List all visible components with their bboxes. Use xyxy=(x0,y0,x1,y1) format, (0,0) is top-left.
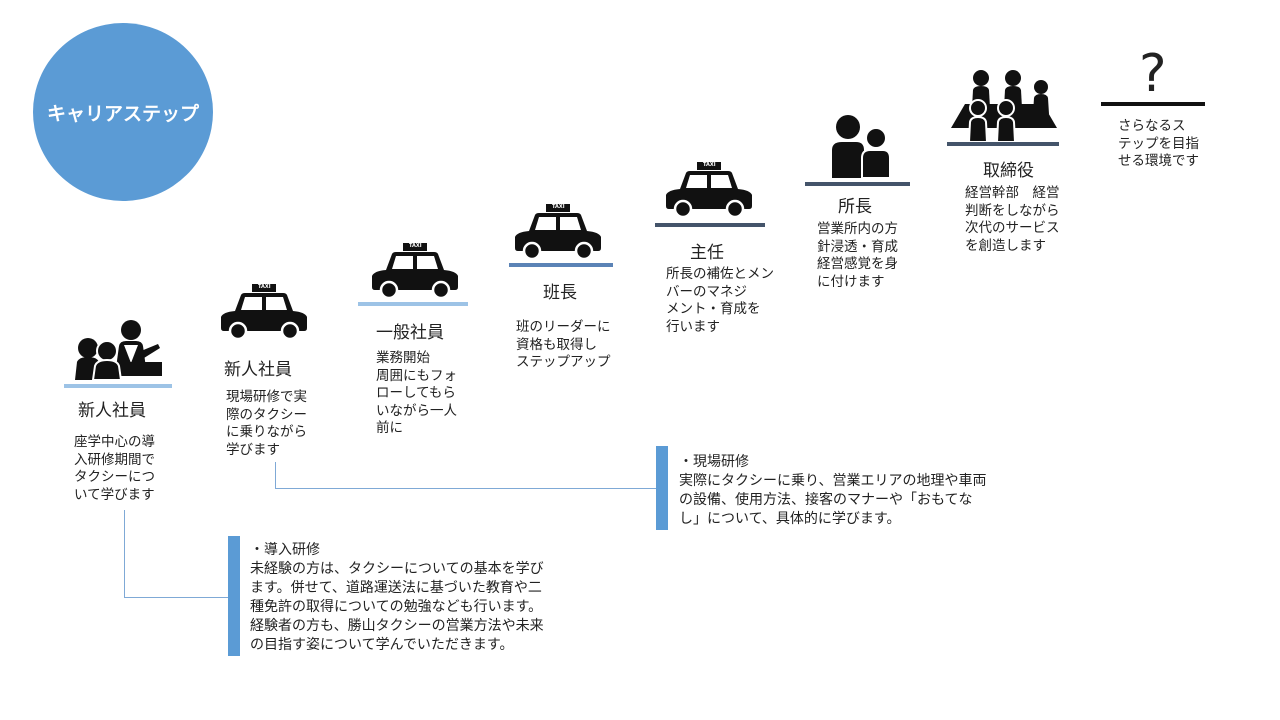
step-description: 班のリーダーに 資格も取得し ステップアップ xyxy=(516,319,611,370)
step-rule xyxy=(1101,102,1205,106)
callout-heading: ・現場研修 xyxy=(679,454,749,470)
step-title: 主任 xyxy=(690,243,724,263)
step-rule xyxy=(805,182,910,186)
step-description: 所長の補佐とメン バーのマネジ メント・育成を 行います xyxy=(666,266,774,335)
callout-bar xyxy=(228,536,240,656)
callout-bar xyxy=(656,446,668,530)
two-people-icon xyxy=(832,115,891,178)
step-description: 現場研修で実 際のタクシー に乗りながら 学びます xyxy=(226,389,307,458)
step-rule xyxy=(64,384,172,388)
taxi-icon xyxy=(513,204,603,260)
step-title: 新人社員 xyxy=(78,401,146,421)
taxi-sign-label: TAXI xyxy=(703,162,716,168)
step-description: 座学中心の導 入研修期間で タクシーにつ いて学びます xyxy=(74,434,155,503)
step-description: 経営幹部 経営 判断をしながら 次代のサービス を創造します xyxy=(965,185,1060,254)
callout-body: 実際にタクシーに乗り、営業エリアの地理や車両 の設備、使用方法、接客のマナーや「… xyxy=(679,473,987,527)
step-rule xyxy=(509,263,613,267)
connector-genba xyxy=(275,462,657,489)
board-group-icon xyxy=(951,70,1057,142)
taxi-sign-label: TAXI xyxy=(258,284,271,290)
step-title: 取締役 xyxy=(983,161,1034,181)
question-mark-icon: ? xyxy=(1139,44,1167,104)
step-description: 営業所内の方 針浸透・育成 経営感覚を身 に付けます xyxy=(817,221,898,290)
step-title: 一般社員 xyxy=(376,323,444,343)
taxi-sign-label: TAXI xyxy=(552,204,565,210)
taxi-icon xyxy=(370,243,460,299)
step-description: さらなるス テップを目指 せる環境です xyxy=(1118,118,1199,169)
step-rule xyxy=(947,142,1059,146)
callout-heading: ・導入研修 xyxy=(250,542,320,558)
taxi-icon xyxy=(219,284,309,340)
people-group-icon xyxy=(75,320,162,380)
step-rule xyxy=(358,302,468,306)
step-rule xyxy=(655,223,765,227)
career-step-badge: キャリアステップ xyxy=(33,23,213,201)
step-title: 所長 xyxy=(838,197,872,217)
connector-donyu xyxy=(124,510,229,598)
taxi-sign-label: TAXI xyxy=(409,243,422,249)
step-title: 班長 xyxy=(543,283,577,303)
step-title: 新人社員 xyxy=(224,360,292,380)
callout-body: 未経験の方は、タクシーについての基本を学び ます。併せて、道路運送法に基づいた教… xyxy=(250,561,544,653)
step-description: 業務開始 周囲にもフォ ローしてもら いながら一人 前に xyxy=(376,350,457,436)
taxi-icon xyxy=(664,162,754,218)
